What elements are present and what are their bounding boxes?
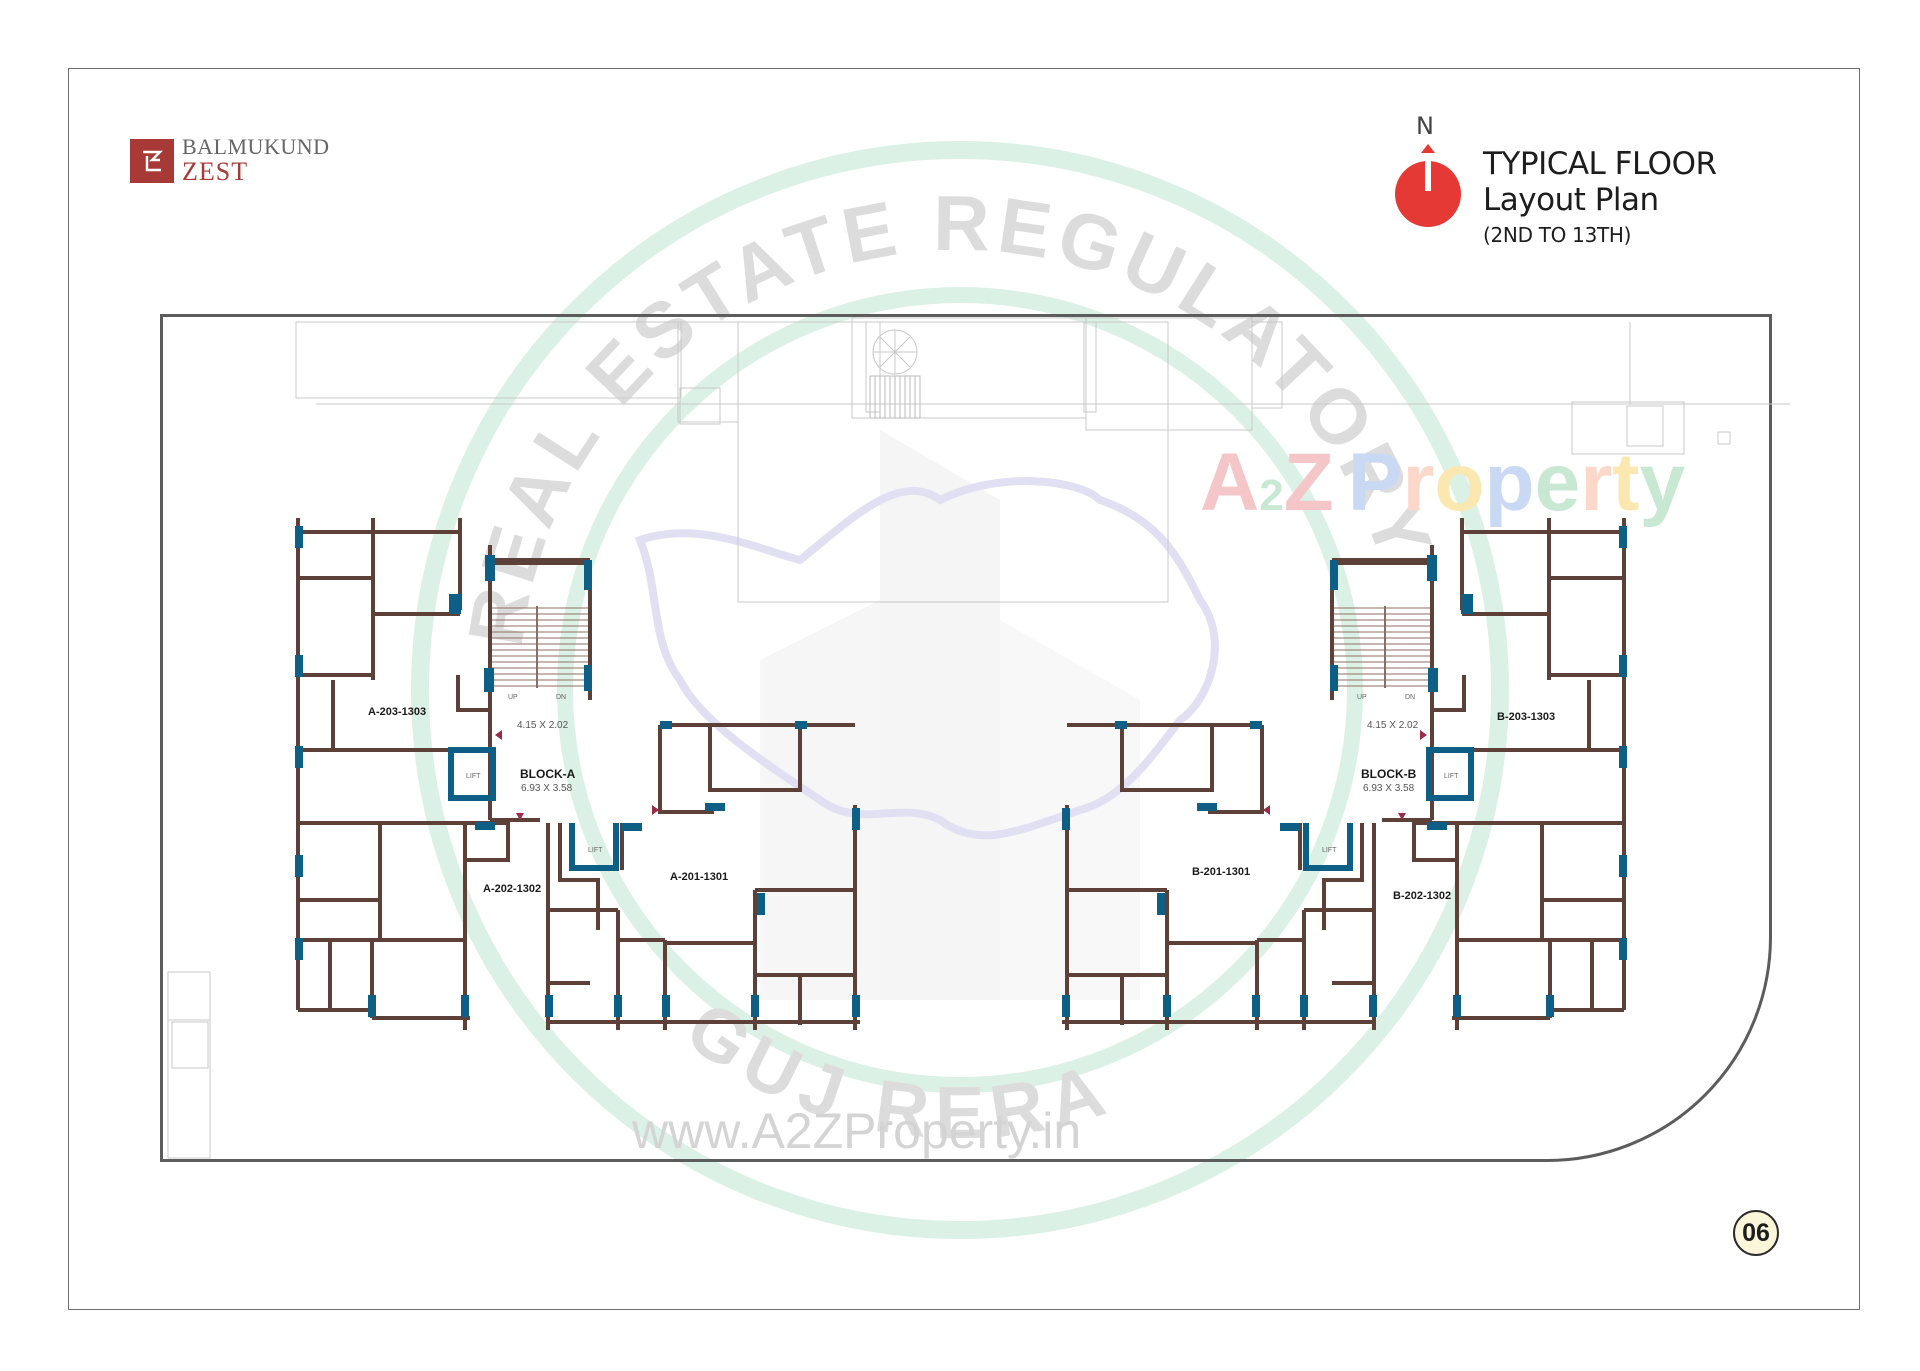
north-arrow-icon [1395, 144, 1461, 227]
block-b-lift-2-label: LIFT [1322, 847, 1337, 854]
block-b-lift-1-label: LIFT [1444, 773, 1459, 780]
state-map-outline-icon [634, 477, 1219, 840]
block-a-staircase [492, 606, 588, 688]
title-line2: Layout Plan [1483, 182, 1659, 218]
rera-seal-inner-ring [557, 287, 1363, 1093]
brand-name-line1: BALMUKUND [182, 134, 330, 159]
brand-logo: BALMUKUND ZEST [130, 136, 330, 185]
north-compass: N [1394, 112, 1464, 232]
block-a-plan: LIFT LIFT [295, 518, 860, 1030]
site-boundary [160, 314, 1772, 1162]
stair-down-label-a: DN [556, 694, 566, 701]
site-context-lines [167, 317, 1790, 1159]
page-number-badge: 06 [1733, 1210, 1779, 1256]
stair-up-label-b: UP [1357, 694, 1367, 701]
unit-label-b-201: B-201-1301 [1192, 866, 1250, 878]
title-floor-range: (2ND TO 13TH) [1483, 223, 1632, 247]
block-a-lift-2: LIFT [569, 823, 619, 871]
block-a-lift-1: LIFT [448, 747, 496, 801]
stair-landing-size-a: 4.15 X 2.02 [517, 720, 569, 731]
unit-label-a-203: A-203-1303 [368, 706, 426, 718]
stair-landing-size-b: 4.15 X 2.02 [1367, 720, 1419, 731]
block-a-lobby-size: 6.93 X 3.58 [521, 783, 573, 794]
svg-text:LIFT: LIFT [466, 773, 481, 780]
unit-label-a-201: A-201-1301 [670, 871, 728, 883]
page-frame [68, 68, 1860, 1310]
unit-label-a-202: A-202-1302 [483, 883, 541, 895]
rera-seal-outer-ring [411, 141, 1509, 1239]
brand-mark-icon [130, 138, 174, 183]
unit-label-b-202: B-202-1302 [1393, 890, 1451, 902]
block-b-lobby-size: 6.93 X 3.58 [1363, 783, 1415, 794]
url-watermark: www.A2ZProperty.in [631, 1103, 1081, 1159]
brand-name-line2: ZEST [182, 157, 249, 186]
block-a-entry-markers [495, 730, 659, 820]
plan-title: TYPICAL FLOOR Layout Plan (2ND TO 13TH) [1483, 146, 1717, 250]
svg-text:LIFT: LIFT [588, 847, 603, 854]
stair-down-label-b: DN [1405, 694, 1415, 701]
title-line1: TYPICAL FLOOR [1483, 146, 1717, 182]
unit-label-b-203: B-203-1303 [1497, 711, 1555, 723]
spiral-stair-icon [869, 375, 921, 419]
block-a-label: BLOCK-A [520, 767, 576, 781]
north-label: N [1416, 112, 1434, 140]
stair-up-label-a: UP [508, 694, 518, 701]
block-b-label: BLOCK-B [1361, 767, 1417, 781]
block-b-plan [1062, 518, 1627, 1030]
